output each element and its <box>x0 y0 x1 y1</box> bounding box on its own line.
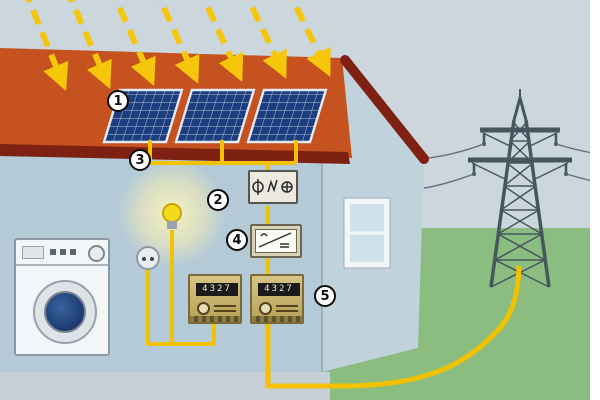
energy-meter: 4327 <box>250 274 304 324</box>
washer-knob <box>88 245 105 262</box>
roof-eave <box>0 144 350 164</box>
wall-socket <box>136 246 160 270</box>
power-lines <box>423 143 600 189</box>
power-pylon <box>468 89 572 288</box>
meter-display: 4327 <box>258 283 300 296</box>
pv-junction-box <box>248 170 298 204</box>
solar-panel <box>174 88 256 144</box>
marker-energy-meters: 5 <box>314 285 336 307</box>
inverter-screen <box>255 229 297 253</box>
socket-hole <box>142 257 146 261</box>
sun-ray <box>201 0 244 82</box>
image-margin <box>590 0 600 400</box>
meter-detail <box>214 310 236 312</box>
light-bulb-icon <box>162 203 182 223</box>
dc-ac-symbol-icon <box>258 232 292 248</box>
inverter <box>250 224 302 258</box>
wiring <box>146 140 522 389</box>
solar-panel <box>246 88 328 144</box>
marker-label: 2 <box>213 192 223 208</box>
meter-detail <box>214 305 236 307</box>
energy-meter: 4327 <box>188 274 242 324</box>
marker-pv-wiring: 3 <box>129 149 151 171</box>
window <box>343 197 391 269</box>
washer-control-panel <box>16 240 108 266</box>
meter-terminals <box>252 316 302 322</box>
marker-label: 1 <box>113 93 123 109</box>
washer-door-glass <box>44 291 86 333</box>
washer-button <box>60 249 66 255</box>
solar-panel-array <box>102 88 328 144</box>
meter-detail <box>276 305 298 307</box>
meter-terminals <box>190 316 240 322</box>
sun-ray <box>245 0 287 79</box>
sun-ray <box>67 0 112 89</box>
bulb-cap <box>167 221 177 229</box>
marker-light-bulb: 2 <box>207 189 229 211</box>
junction-box-symbols-icon <box>252 179 293 195</box>
marker-inverter: 4 <box>226 229 248 251</box>
socket-hole <box>150 257 154 261</box>
sun-ray <box>289 0 331 77</box>
washing-machine <box>14 238 110 356</box>
roof-gable-edge <box>340 55 429 164</box>
marker-label: 3 <box>135 152 145 168</box>
socket-wire <box>146 270 216 346</box>
insulators <box>472 133 568 172</box>
marker-solar-panels: 1 <box>107 90 129 112</box>
sun-ray <box>25 0 69 91</box>
washer-door <box>33 280 97 344</box>
detergent-drawer <box>22 246 44 259</box>
meter-dial-icon <box>259 302 272 315</box>
marker-label: 5 <box>320 288 330 304</box>
marker-label: 4 <box>232 232 242 248</box>
grid-cable <box>265 265 522 389</box>
sun-ray <box>157 0 200 84</box>
washer-button <box>50 249 56 255</box>
sun-rays <box>25 0 331 91</box>
meter-dial-icon <box>197 302 210 315</box>
washer-button <box>70 249 76 255</box>
sun-ray <box>112 0 156 86</box>
meter-detail <box>276 310 298 312</box>
meter-display: 4327 <box>196 283 238 296</box>
